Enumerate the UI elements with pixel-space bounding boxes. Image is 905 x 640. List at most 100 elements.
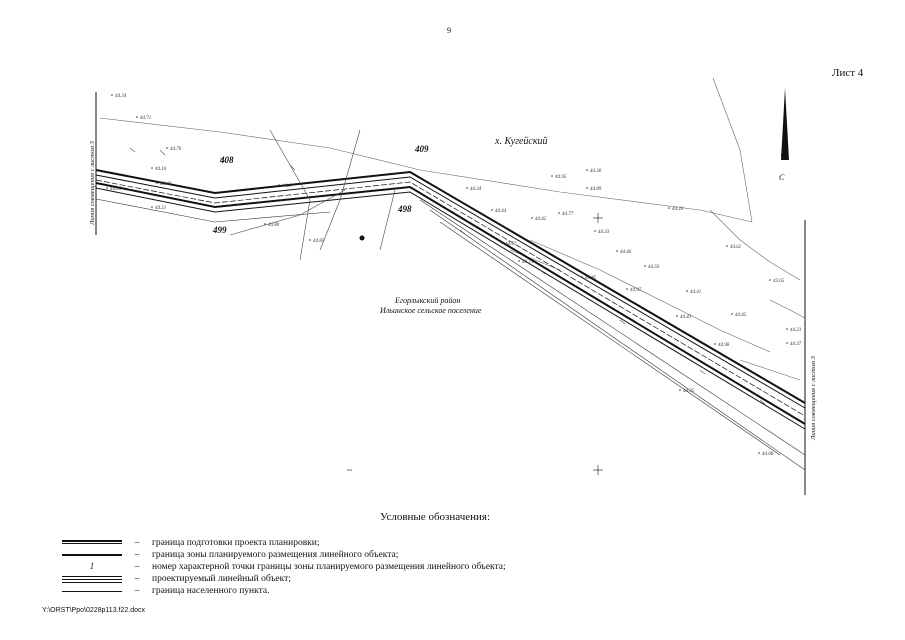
spot-height-dot [769, 279, 771, 281]
spot-height: 44.98 [718, 343, 730, 348]
spot-height-dot [531, 217, 533, 219]
spot-height: 44.42 [535, 217, 547, 222]
north-arrow: С [779, 88, 789, 182]
thick-line-symbol [62, 549, 122, 561]
spot-height: 44.46 [160, 182, 172, 187]
spot-height-dot [156, 182, 158, 184]
spot-height: 44.57 [505, 242, 517, 247]
spot-height: 44.37 [790, 342, 802, 347]
spot-height: 44.44 [495, 209, 507, 214]
legend-item-point-number: 1 – номер характерной точки границы зоны… [62, 561, 506, 573]
point-number-symbol: 1 [89, 561, 95, 571]
spot-height-dot [136, 116, 138, 118]
spot-height-dot [668, 207, 670, 209]
spot-height-dot [686, 290, 688, 292]
project-corridor [95, 169, 806, 430]
svg-text:С: С [779, 173, 785, 182]
legend-item-planning-boundary: – граница подготовки проекта планировки; [62, 537, 320, 549]
spot-height-dot [726, 245, 728, 247]
tick-marks [129, 147, 766, 405]
rural-settlement-label: Ильинское сельское поселение [379, 306, 482, 315]
spot-height-dot [501, 242, 503, 244]
spot-height: 44.43 [680, 315, 692, 320]
left-match-line-label: Линия совмещения с листом 3 [89, 140, 96, 226]
spot-height-dot [558, 212, 560, 214]
spot-height: 44.67 [282, 184, 294, 189]
spot-height-dot [586, 187, 588, 189]
legend-text: проектируемый линейный объект; [152, 574, 291, 584]
point-label-498: 498 [397, 204, 412, 214]
side-roads [229, 129, 396, 261]
legend-item-settlement-boundary: – граница населенного пункта. [62, 585, 269, 597]
footer-file-path: Y:\ORST\Ppo\0228p113.f22.docx [42, 607, 145, 614]
spot-height: 44.23 [790, 328, 802, 333]
spot-height-dot [278, 184, 280, 186]
sheet-label: Лист 4 [832, 67, 864, 79]
spot-height: 44.10 [155, 167, 167, 172]
right-match-line-label: Линия совмещения с листом 3 [810, 355, 817, 441]
page-number: 9 [447, 26, 451, 35]
crosshair-icons [347, 213, 603, 475]
spot-height: 44.71 [140, 116, 151, 121]
spot-height-dot [151, 167, 153, 169]
spot-height: 44.97 [630, 288, 642, 293]
spot-height-dot [264, 223, 266, 225]
spot-height: 44.89 [590, 187, 602, 192]
spot-height-dot [676, 315, 678, 317]
spot-heights: 44.34 44.71 44.70 44.10 44.46 44.05 44.21 44.67… [106, 94, 802, 457]
spot-height: 44.46 [620, 250, 632, 255]
spot-height-dot [714, 343, 716, 345]
spot-height-dot [106, 187, 108, 189]
spot-height: 44.06 [762, 452, 774, 457]
spot-height: 44.45 [735, 313, 747, 318]
spot-height: 44.33 [598, 230, 610, 235]
spot-height: 44.77 [562, 212, 574, 217]
legend-item-linear-object: – проектируемый линейный объект; [62, 573, 291, 585]
spot-height-dot [786, 328, 788, 330]
legend-title: Условные обозначения: [380, 511, 491, 523]
spot-height-dot [758, 452, 760, 454]
point-label-499: 499 [212, 225, 227, 235]
spot-height: 44.21 [155, 206, 166, 211]
spot-height: 44.34 [470, 187, 482, 192]
north-arrow-point-icon [781, 152, 787, 158]
spot-height: 44.41 [690, 290, 701, 295]
spot-height: 44.62 [730, 245, 742, 250]
spot-height: 44.26 [672, 207, 684, 212]
spot-height-dot [166, 147, 168, 149]
spot-height-dot [731, 313, 733, 315]
legend-text: граница зоны планируемого размещения лин… [152, 550, 399, 560]
contour-lines [99, 77, 806, 381]
spot-height-dot [644, 265, 646, 267]
spot-height-dot [491, 209, 493, 211]
spot-height: 44.05 [110, 187, 122, 192]
spot-height: 44.36 [590, 169, 602, 174]
spot-height-dot [466, 187, 468, 189]
spot-height-dot [616, 250, 618, 252]
spot-height-dot [786, 342, 788, 344]
spot-height: 44.70 [170, 147, 182, 152]
triple-line-symbol [62, 573, 122, 585]
spot-height-dot [679, 389, 681, 391]
settlement-label: х. Кугейский [494, 136, 548, 147]
spot-height: 44.85 [585, 276, 597, 281]
planning-map: С х. Кугейский Егорлыкский район Ильинск… [89, 77, 817, 495]
spot-height-dot [586, 169, 588, 171]
spot-height-dot [626, 288, 628, 290]
spot-height: 44.95 [555, 175, 567, 180]
spot-height: 44.35 [683, 389, 695, 394]
thin-line-symbol [62, 585, 122, 597]
legend-item-zone-boundary: – граница зоны планируемого размещения л… [62, 549, 398, 561]
legend-text: граница населенного пункта. [152, 586, 270, 596]
spot-height: 44.85 [313, 239, 325, 244]
spot-height: 44.34 [115, 94, 127, 99]
spot-height-dot [518, 260, 520, 262]
spot-height-dot [151, 206, 153, 208]
spot-height: 44.75 [522, 260, 534, 265]
spot-height-dot [309, 239, 311, 241]
spot-height-dot [551, 175, 553, 177]
spot-height: 44.80 [268, 223, 280, 228]
double-thick-line-symbol [62, 537, 122, 549]
legend-text: номер характерной точки границы зоны пла… [152, 562, 506, 572]
road-lines [95, 198, 806, 471]
